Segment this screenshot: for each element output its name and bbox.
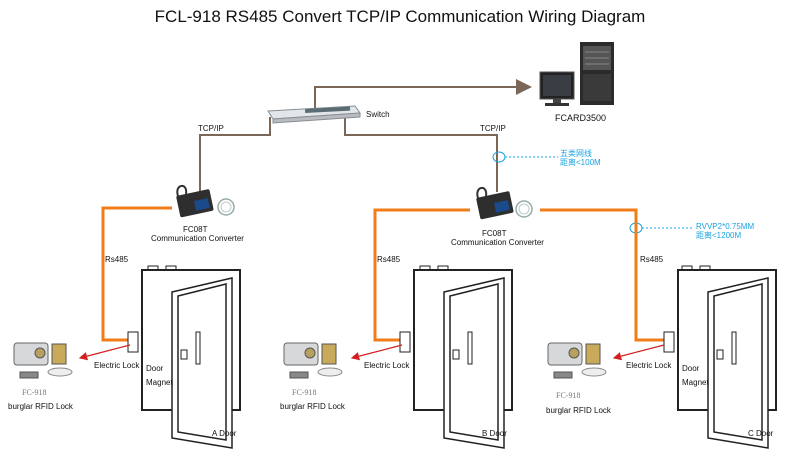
door-a-lock-arrow bbox=[78, 344, 131, 361]
server-computer-icon bbox=[539, 42, 614, 106]
lock-c-name: burglar RFID Lock bbox=[546, 406, 612, 415]
communication-converter-b-icon bbox=[476, 187, 533, 220]
lock-c-model: FC-918 bbox=[556, 391, 580, 400]
rs485-wire-c bbox=[540, 208, 665, 342]
door-c-label: C Door bbox=[748, 429, 774, 438]
converter-a-model: FC08T bbox=[183, 225, 208, 234]
switch-label: Switch bbox=[366, 110, 390, 119]
tcp-ip-label-right: TCP/IP bbox=[480, 124, 506, 133]
diagram-title: FCL-918 RS485 Convert TCP/IP Communicati… bbox=[155, 7, 646, 26]
door-a-electric-lock-label: Electric Lock bbox=[94, 361, 140, 370]
rs485-label-a: Rs485 bbox=[105, 255, 129, 264]
server-label: FCARD3500 bbox=[555, 113, 606, 123]
door-b-electric-lock-label: Electric Lock bbox=[364, 361, 410, 370]
door-c-illustration bbox=[663, 265, 777, 449]
door-c-magnet-label-2: Magnet bbox=[682, 378, 709, 387]
rfid-lock-kit-c-icon bbox=[547, 342, 607, 379]
tcp-ip-label-left: TCP/IP bbox=[198, 124, 224, 133]
lock-b-name: burglar RFID Lock bbox=[280, 402, 346, 411]
converter-b-model: FC08T bbox=[482, 229, 507, 238]
cat5-note-line2: 距离<100M bbox=[560, 157, 601, 167]
switch-to-converter-a-wire bbox=[199, 117, 271, 192]
lock-a-name: burglar RFID Lock bbox=[8, 402, 74, 411]
rs485-label-c: Rs485 bbox=[640, 255, 664, 264]
door-a-label: A Door bbox=[212, 429, 237, 438]
door-a-magnet-label-1: Door bbox=[146, 364, 164, 373]
door-b-label: B Door bbox=[482, 429, 507, 438]
lock-b-model: FC-918 bbox=[292, 388, 316, 397]
door-a-illustration bbox=[127, 265, 241, 449]
converter-a-name: Communication Converter bbox=[151, 234, 244, 243]
rs485-wire-a bbox=[101, 206, 172, 342]
rfid-lock-kit-a-icon bbox=[13, 342, 73, 379]
door-a-magnet-label-2: Magnet bbox=[146, 378, 173, 387]
door-c-magnet-label-1: Door bbox=[682, 364, 700, 373]
rfid-lock-kit-b-icon bbox=[283, 342, 343, 379]
switch-to-converter-b-wire bbox=[344, 117, 498, 192]
rvvp-note-line2: 距离<1200M bbox=[696, 230, 741, 240]
cat5-cable-marker bbox=[492, 151, 506, 163]
door-b-illustration bbox=[399, 265, 513, 449]
door-b-lock-arrow bbox=[350, 344, 403, 361]
network-switch-icon bbox=[267, 105, 361, 124]
switch-to-server-wire bbox=[314, 79, 532, 110]
lock-a-model: FC-918 bbox=[22, 388, 46, 397]
communication-converter-a-icon bbox=[176, 185, 235, 218]
rs485-wire-b bbox=[373, 208, 470, 342]
converter-b-name: Communication Converter bbox=[451, 238, 544, 247]
rs485-label-b: Rs485 bbox=[377, 255, 401, 264]
rvvp-note-line1: RVVP2*0.75MM bbox=[696, 222, 754, 231]
door-c-electric-lock-label: Electric Lock bbox=[626, 361, 672, 370]
door-c-lock-arrow bbox=[612, 344, 665, 361]
cat5-note-line1: 五类网线 bbox=[560, 148, 592, 158]
